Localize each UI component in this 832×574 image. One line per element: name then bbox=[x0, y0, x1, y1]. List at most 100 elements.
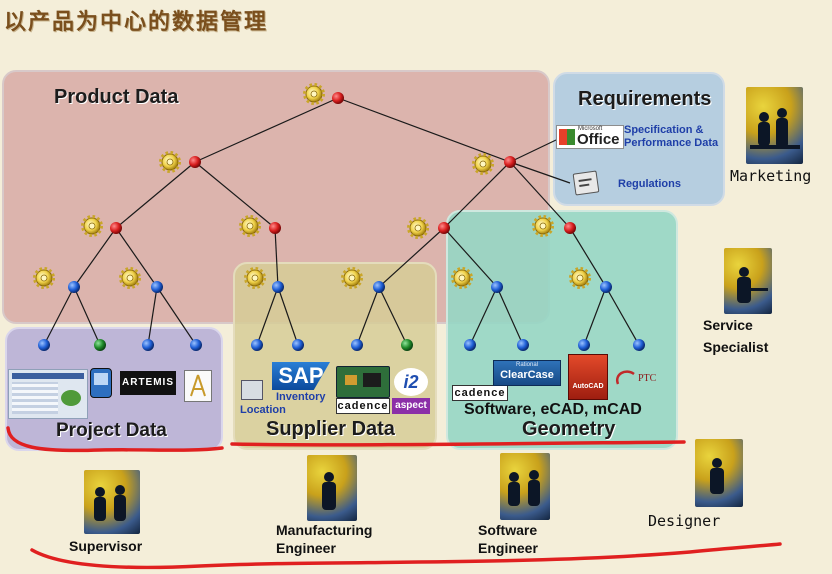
autocad-file-icon bbox=[184, 370, 212, 402]
person-silhouette-icon bbox=[322, 472, 336, 510]
regulations-document-icon bbox=[572, 170, 600, 196]
service-line1: Service bbox=[703, 317, 753, 333]
cadence-geometry-logo: cadence bbox=[452, 385, 508, 401]
tree-node bbox=[332, 92, 344, 104]
tree-node bbox=[110, 222, 122, 234]
handheld-device-icon bbox=[90, 368, 112, 398]
tree-node bbox=[564, 222, 576, 234]
gear-icon bbox=[239, 215, 261, 237]
gear-icon bbox=[451, 267, 473, 289]
tree-node bbox=[600, 281, 612, 293]
software-engineer-label: Software Engineer bbox=[478, 521, 538, 557]
tree-edges bbox=[43, 97, 640, 346]
tree-node bbox=[94, 339, 106, 351]
tree-node bbox=[190, 339, 202, 351]
spreadsheet-screenshot-icon bbox=[8, 369, 88, 419]
gear-icon bbox=[569, 267, 591, 289]
gear-icon bbox=[159, 151, 181, 173]
autocad-logo: AutoCAD bbox=[568, 354, 608, 400]
gear-icon bbox=[33, 267, 55, 289]
tree-node bbox=[272, 281, 284, 293]
tree-node bbox=[401, 339, 413, 351]
manufacturing-engineer-photo bbox=[307, 455, 357, 521]
tree-node bbox=[292, 339, 304, 351]
circuit-board-icon bbox=[336, 366, 390, 398]
location-box-icon bbox=[241, 380, 263, 400]
tree-node bbox=[142, 339, 154, 351]
tree-node bbox=[438, 222, 450, 234]
aspect-logo: aspect bbox=[392, 398, 430, 414]
gear-icon bbox=[472, 153, 494, 175]
tree-node bbox=[633, 339, 645, 351]
sw-line1: Software bbox=[478, 522, 538, 538]
service-line2: Specialist bbox=[703, 339, 769, 355]
spec-line2: Performance Data bbox=[624, 137, 719, 149]
spec-performance-label: Specification & Performance Data bbox=[624, 124, 718, 150]
office-logo-text: Office bbox=[577, 131, 620, 148]
marketing-role-label: Marketing bbox=[730, 167, 812, 185]
cadence-logo: cadence bbox=[336, 398, 390, 414]
geometry-caption: Software, eCAD, mCAD bbox=[464, 401, 642, 418]
people-silhouette-icon bbox=[508, 470, 540, 506]
product-data-label: Product Data bbox=[54, 86, 179, 108]
gear-icon bbox=[81, 215, 103, 237]
designer-photo bbox=[695, 439, 743, 507]
person-silhouette-icon bbox=[737, 267, 768, 303]
tree-node bbox=[351, 339, 363, 351]
software-engineer-photo bbox=[500, 453, 550, 520]
tree-node bbox=[491, 281, 503, 293]
rational-brand-text: Rational bbox=[515, 362, 538, 368]
inventory-label: Inventory bbox=[276, 391, 326, 403]
office-squares-icon bbox=[559, 129, 575, 145]
supervisor-label: Supervisor bbox=[69, 538, 143, 554]
tree-node bbox=[464, 339, 476, 351]
tree-node bbox=[269, 222, 281, 234]
gear-icon bbox=[407, 217, 429, 239]
gear-icon bbox=[303, 83, 325, 105]
sap-logo: SAP bbox=[272, 362, 330, 390]
gear-icon bbox=[532, 215, 554, 237]
people-silhouette-icon bbox=[94, 485, 126, 521]
i2-logo: i2 bbox=[394, 368, 428, 396]
spec-line1: Specification & bbox=[624, 124, 704, 136]
ptc-logo: PTC bbox=[612, 366, 660, 392]
gear-icon bbox=[244, 267, 266, 289]
ptc-swoosh-icon bbox=[615, 370, 635, 385]
tree-node bbox=[578, 339, 590, 351]
tree-node bbox=[189, 156, 201, 168]
supplier-data-label: Supplier Data bbox=[266, 418, 395, 440]
supervisor-photo bbox=[84, 470, 140, 534]
regulations-label: Regulations bbox=[618, 178, 681, 190]
clearcase-text: ClearCase bbox=[500, 369, 554, 381]
page-title: 以产品为中心的数据管理 bbox=[4, 10, 269, 35]
ptc-text: PTC bbox=[638, 373, 657, 384]
microsoft-office-logo: Microsoft Office bbox=[556, 125, 624, 149]
geometry-label: Geometry bbox=[522, 418, 616, 440]
tree-node bbox=[373, 281, 385, 293]
sw-line2: Engineer bbox=[478, 540, 538, 556]
mfg-line1: Manufacturing bbox=[276, 522, 373, 538]
gear-icon bbox=[119, 267, 141, 289]
tree-node bbox=[38, 339, 50, 351]
location-label: Location bbox=[240, 404, 286, 416]
tree-node bbox=[504, 156, 516, 168]
autocad-text: AutoCAD bbox=[572, 383, 604, 390]
service-specialist-photo bbox=[724, 248, 772, 314]
mfg-line2: Engineer bbox=[276, 540, 336, 556]
compass-icon bbox=[190, 374, 206, 397]
designer-role-label: Designer bbox=[648, 512, 721, 530]
project-data-label: Project Data bbox=[56, 420, 167, 441]
clearcase-logo: Rational ClearCase bbox=[493, 360, 561, 386]
marketing-photo bbox=[746, 87, 803, 164]
people-silhouette-icon bbox=[750, 108, 800, 149]
geometry-panel bbox=[446, 210, 678, 450]
requirements-label: Requirements bbox=[578, 88, 712, 110]
manufacturing-engineer-label: Manufacturing Engineer bbox=[276, 521, 372, 557]
tree-node bbox=[151, 281, 163, 293]
office-brand-text: Microsoft bbox=[578, 126, 603, 132]
person-silhouette-icon bbox=[710, 458, 724, 494]
service-specialist-label: Service Specialist bbox=[703, 316, 768, 356]
highlight-underlines bbox=[6, 426, 782, 570]
artemis-logo: ARTEMIS bbox=[120, 371, 176, 395]
